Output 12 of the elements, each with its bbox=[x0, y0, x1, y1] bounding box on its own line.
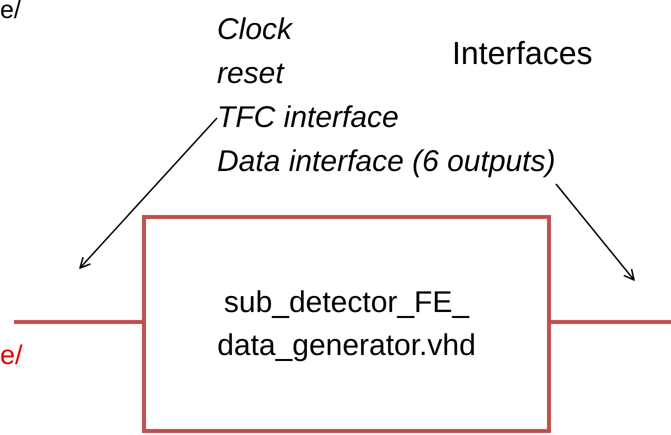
arrow bbox=[555, 184, 635, 281]
heading: Interfaces bbox=[452, 35, 593, 72]
process-box bbox=[142, 215, 551, 433]
arrow bbox=[79, 118, 218, 269]
signal-line bbox=[14, 320, 142, 324]
file-name: sub_detector_FE_ data_generator.vhd bbox=[216, 284, 476, 364]
text-fragment: e/ bbox=[0, 0, 21, 25]
signal-line bbox=[551, 320, 671, 324]
interface-item: Data interface (6 outputs) bbox=[217, 144, 556, 180]
text-fragment: e/ bbox=[0, 340, 23, 371]
interface-item: TFC interface bbox=[217, 100, 400, 136]
interface-item: Clock bbox=[217, 12, 294, 48]
